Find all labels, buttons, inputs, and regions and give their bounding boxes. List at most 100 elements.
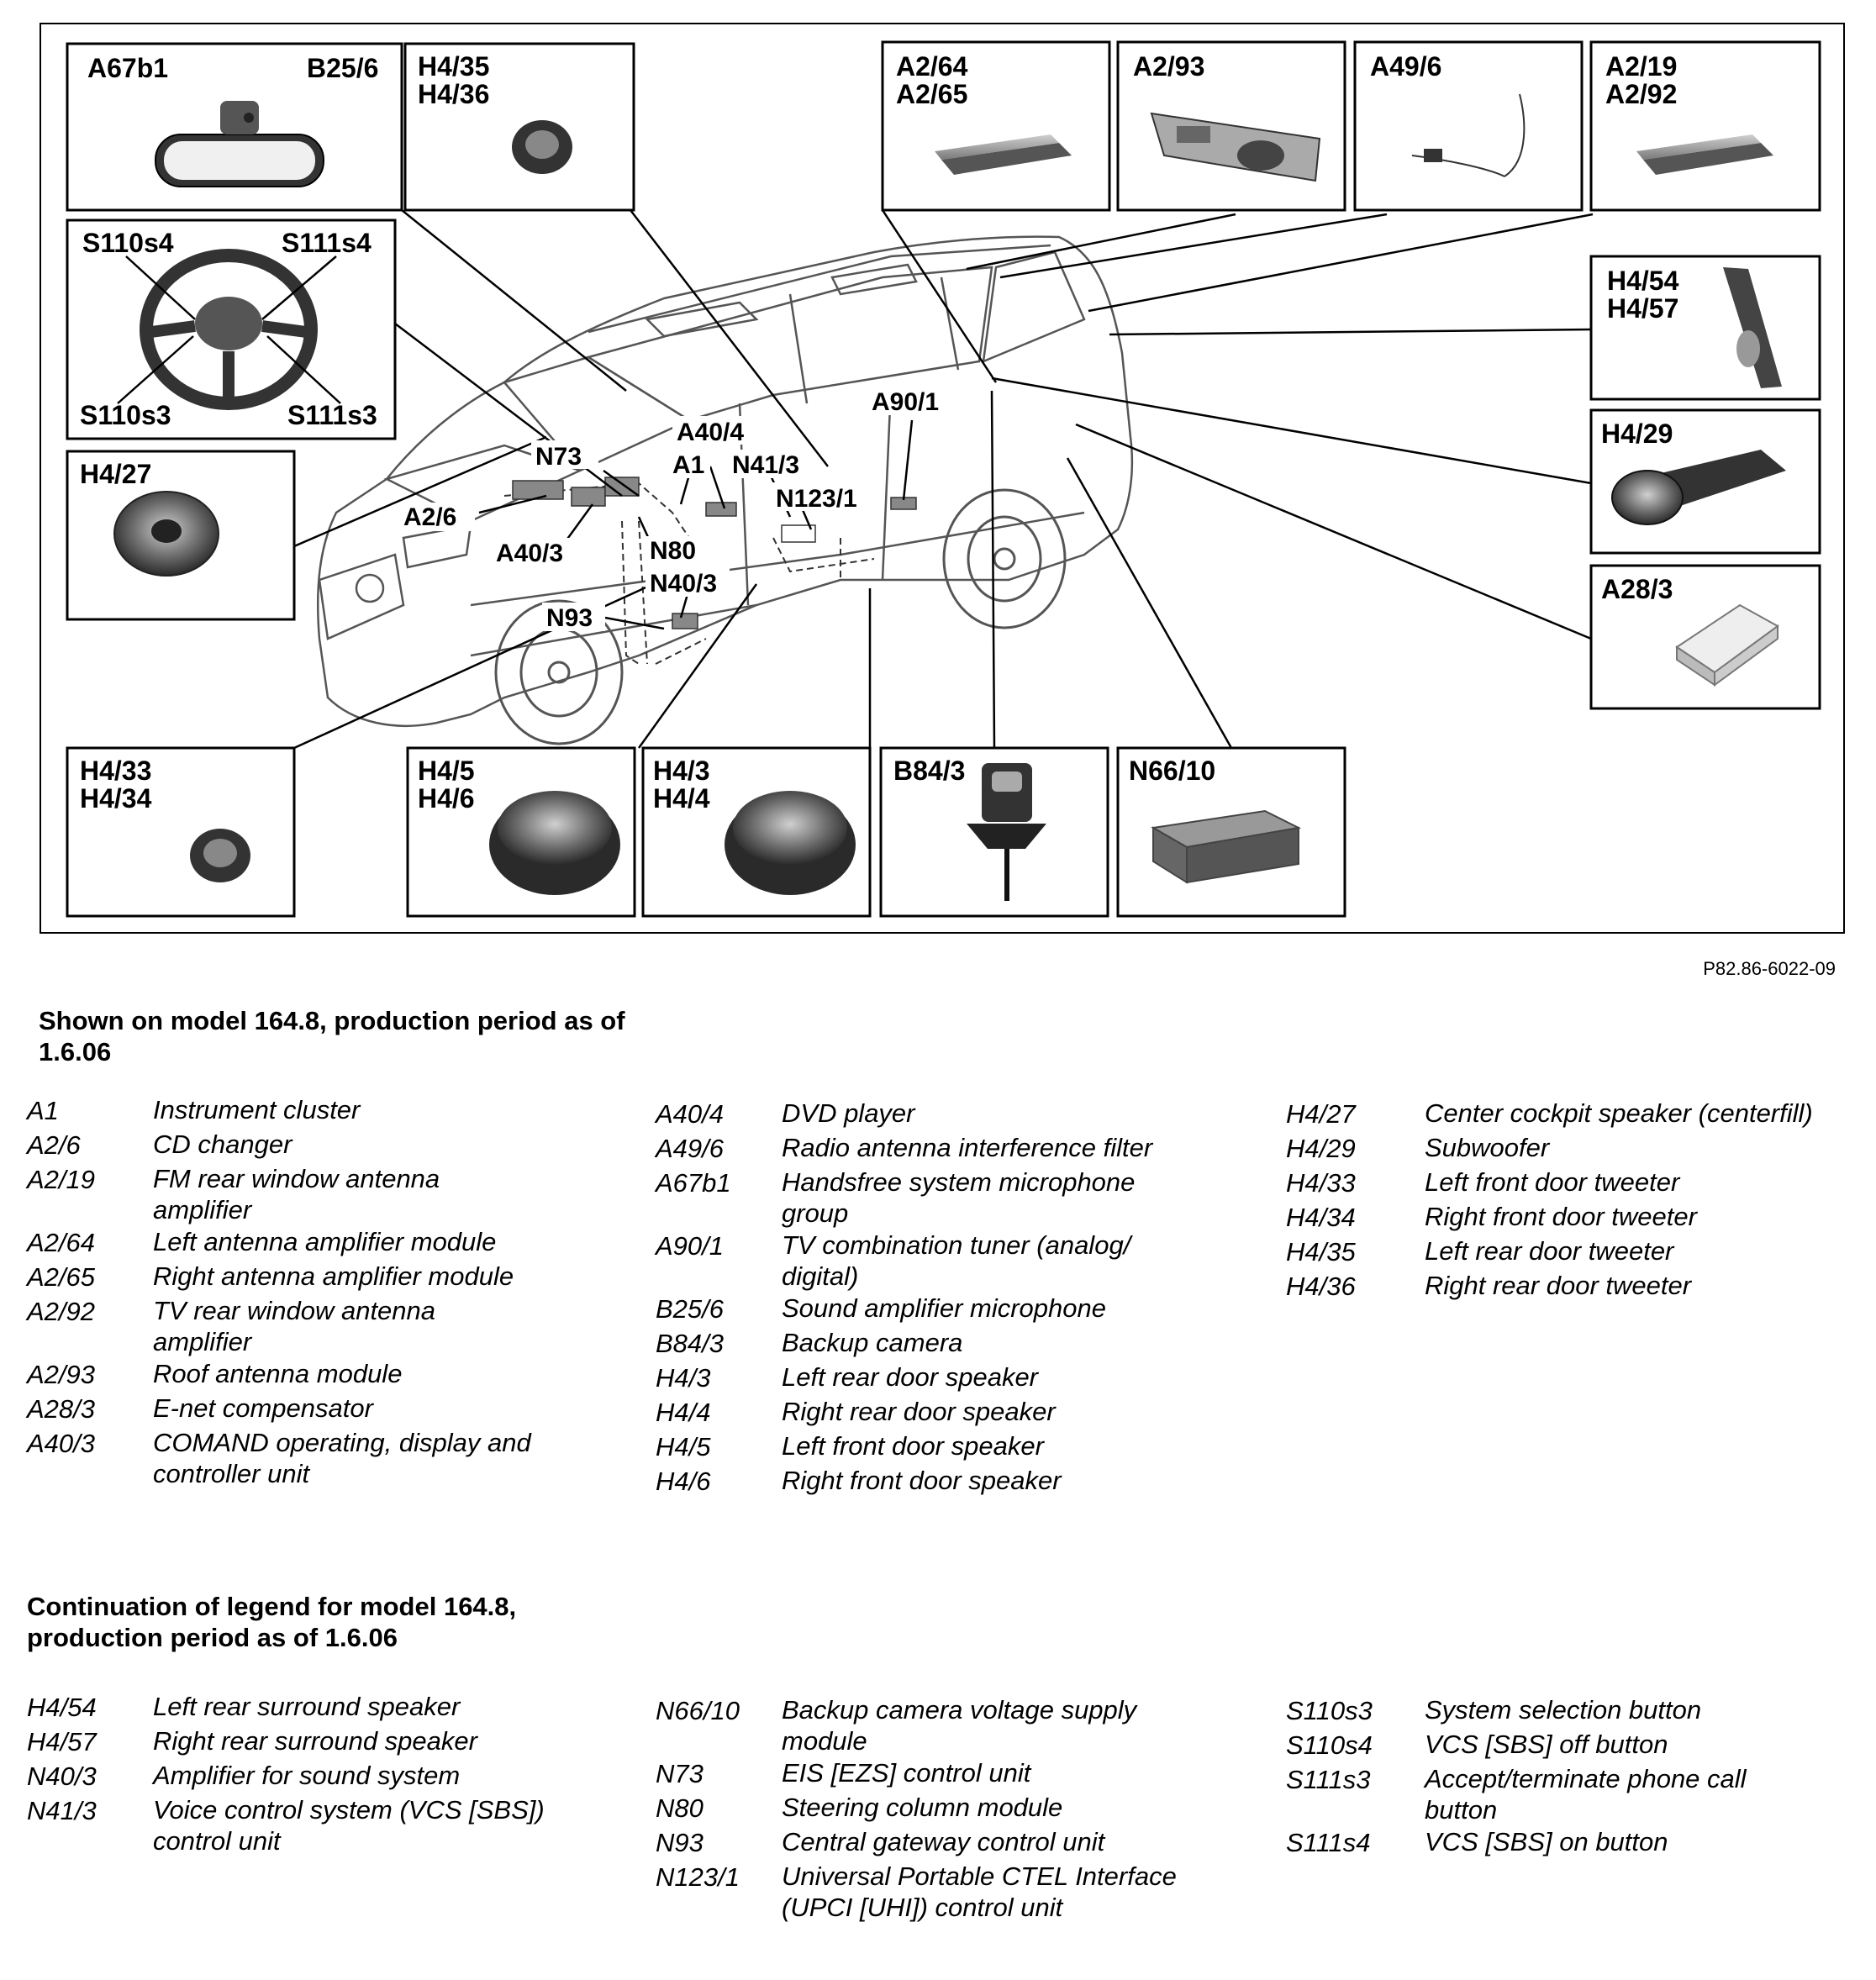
legend-description: Central gateway control unit	[782, 1827, 1105, 1856]
label-a2-6: A2/6	[403, 503, 456, 531]
door-speaker-icon	[725, 791, 856, 895]
legend-entry: N41/3 Voice control system (VCS [SBS]) co…	[27, 1794, 615, 1856]
vehicle-labels: N73 A40/4 A1 N41/3 A90/1 A2/6 N123/1 A40…	[399, 387, 947, 632]
legend-code: A40/3	[27, 1429, 96, 1458]
callout-box-h4-29: H4/29	[1589, 408, 1821, 555]
e-net-compensator-icon	[1675, 603, 1779, 687]
legend-code: N73	[656, 1759, 704, 1788]
label-h4-36: H4/36	[418, 79, 489, 109]
legend-description: TV combination tuner (analog/ digital)	[782, 1230, 1131, 1291]
legend-description: EIS [EZS] control unit	[782, 1758, 1031, 1788]
label-h4-27: H4/27	[80, 459, 151, 489]
label-h4-5: H4/5	[418, 756, 475, 786]
amplifier-module-icon	[935, 134, 1072, 175]
steering-wheel-icon	[140, 249, 318, 410]
backup-camera-icon	[967, 763, 1046, 901]
legend-description: E-net compensator	[153, 1393, 373, 1423]
legend-description: Right antenna amplifier module	[153, 1261, 514, 1291]
legend-description: Subwoofer	[1425, 1133, 1550, 1162]
label-n80: N80	[650, 537, 696, 565]
legend-code: B25/6	[656, 1294, 725, 1324]
legend-description: Handsfree system microphone group	[782, 1167, 1136, 1228]
legend-entry: H4/27 Center cockpit speaker (centerfill)	[1286, 1098, 1866, 1131]
label-s110s4: S110s4	[82, 228, 174, 258]
legend-description: Right rear door tweeter	[1425, 1271, 1692, 1300]
legend-description: Left front door tweeter	[1425, 1167, 1680, 1197]
legend-code: H4/36	[1286, 1272, 1356, 1301]
legend-description: Voice control system (VCS [SBS]) control…	[153, 1795, 545, 1856]
section1-title: Shown on model 164.8, production period …	[39, 1006, 625, 1066]
label-s111s3: S111s3	[287, 400, 377, 430]
callout-box-steering-wheel: S110s4 S111s4 S110s3 S111s3	[66, 219, 397, 440]
legend-code: A2/93	[27, 1360, 96, 1389]
label-a40-3: A40/3	[496, 540, 563, 567]
voltage-supply-module-icon	[1151, 809, 1302, 884]
callout-box-a2-93: A2/93	[1116, 40, 1346, 212]
legend-code: H4/27	[1286, 1099, 1356, 1129]
label-b25-6: B25/6	[307, 53, 378, 83]
legend-description: Backup camera	[782, 1328, 963, 1357]
legend-description: Right front door tweeter	[1425, 1202, 1697, 1231]
label-a2-93: A2/93	[1133, 51, 1204, 82]
tweeter-icon	[190, 829, 250, 882]
surround-speaker-icon	[1723, 267, 1782, 388]
legend-entry: H4/36 Right rear door tweeter	[1286, 1270, 1866, 1303]
legend-code: H4/3	[656, 1363, 711, 1393]
interference-filter-icon	[1411, 93, 1526, 177]
legend-code: N40/3	[27, 1761, 97, 1791]
center-speaker-icon	[113, 491, 219, 577]
legend-description: Left rear door tweeter	[1425, 1236, 1674, 1266]
legend-description: Radio antenna interference filter	[782, 1133, 1153, 1162]
legend-entry: A2/65 Right antenna amplifier module	[27, 1261, 615, 1294]
legend-code: N41/3	[27, 1796, 97, 1825]
callout-box-h4-33-34: H4/33 H4/34	[66, 746, 296, 918]
label-n66-10: N66/10	[1129, 756, 1215, 786]
legend-description: Center cockpit speaker (centerfill)	[1425, 1098, 1813, 1128]
legend-code: A2/65	[27, 1262, 96, 1292]
label-n93: N93	[546, 604, 593, 632]
legend-entry: H4/35 Left rear door tweeter	[1286, 1235, 1866, 1269]
legend-description: System selection button	[1425, 1695, 1702, 1725]
label-a40-4: A40/4	[677, 419, 744, 446]
label-s110s3: S110s3	[80, 400, 171, 430]
label-a1: A1	[672, 451, 704, 479]
legend-description: Left rear door speaker	[782, 1362, 1039, 1392]
legend-code: H4/35	[1286, 1237, 1356, 1266]
rear-view-mirror-icon	[155, 101, 324, 187]
legend-entry: A90/1 TV combination tuner (analog/ digit…	[656, 1230, 1244, 1292]
legend-code: S111s4	[1286, 1828, 1371, 1857]
component-location-diagram: A67b1 B25/6 H4/35 H4/36 A2/64 A2/65 A2/9…	[40, 23, 1845, 934]
legend-code: A2/64	[27, 1228, 96, 1257]
legend-code: H4/4	[656, 1398, 711, 1427]
legend-description: Right rear door speaker	[782, 1397, 1056, 1426]
callout-box-h4-35-36: H4/35 H4/36	[403, 42, 635, 212]
legend-description: Backup camera voltage supply module	[782, 1695, 1137, 1756]
legend-code: H4/6	[656, 1467, 711, 1496]
legend-description: Steering column module	[782, 1793, 1063, 1822]
legend-code: A90/1	[656, 1231, 725, 1261]
label-h4-33: H4/33	[80, 756, 151, 786]
legend-entry: N73 EIS [EZS] control unit	[656, 1757, 1244, 1791]
legend-code: S110s4	[1286, 1730, 1373, 1760]
car-modules	[512, 477, 917, 629]
callout-box-a2-19-92: A2/19 A2/92	[1589, 40, 1821, 212]
callout-box-a49-6: A49/6	[1353, 40, 1584, 212]
